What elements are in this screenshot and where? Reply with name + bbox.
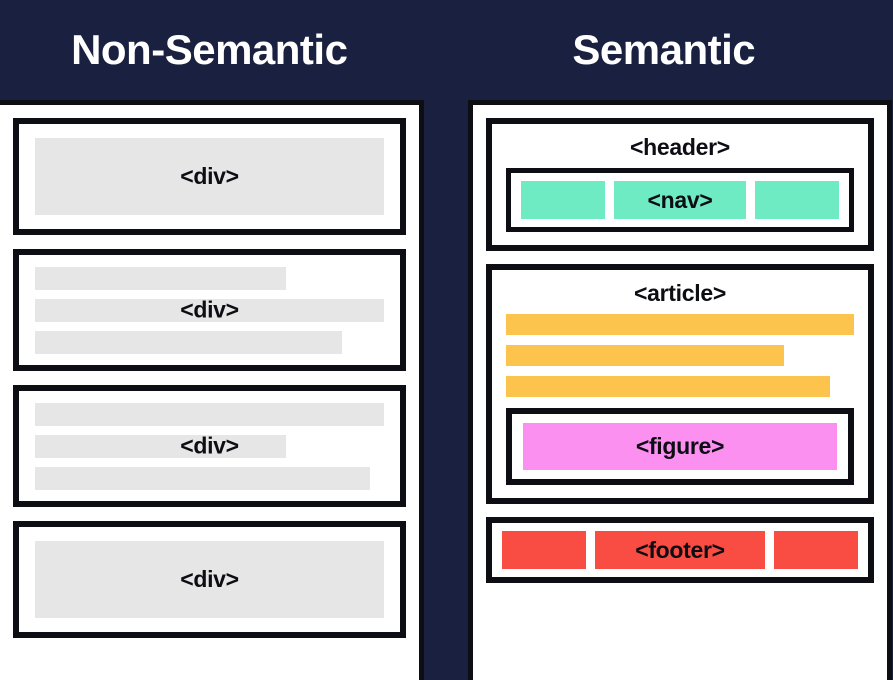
div-block-3: <div>	[13, 385, 406, 507]
div-line-stack: <div>	[35, 266, 384, 354]
semantic-panel: <header> <nav> <article> <figure> <foote…	[468, 100, 892, 680]
header-block: <header> <nav>	[486, 118, 874, 252]
div-line-stack: <div>	[35, 402, 384, 490]
div-block-1: <div>	[13, 118, 406, 235]
div-block-2: <div>	[13, 249, 406, 371]
nav-chip-right	[755, 181, 839, 220]
div-block-4: <div>	[13, 521, 406, 638]
article-bar-stack	[506, 314, 854, 398]
non-semantic-panel: <div> <div> <div> <div>	[0, 100, 424, 680]
header-tag-label: <header>	[630, 134, 730, 160]
text-line-placeholder	[35, 330, 343, 354]
nav-chip-left	[521, 181, 605, 220]
article-bar	[506, 345, 785, 367]
article-block: <article> <figure>	[486, 264, 874, 505]
diagram-columns: <div> <div> <div> <div>	[0, 100, 893, 680]
div-tag-label: <div>	[180, 163, 239, 189]
column-title-non-semantic: Non-Semantic	[71, 26, 348, 73]
footer-block: <footer>	[486, 517, 874, 584]
div-content-placeholder: <div>	[35, 138, 384, 215]
title-band: Non-Semantic Semantic	[0, 0, 893, 100]
div-tag-label: <div>	[180, 566, 239, 592]
article-bar	[506, 376, 830, 398]
text-line-placeholder	[35, 466, 371, 490]
text-line-placeholder	[35, 402, 384, 426]
nav-tag-label: <nav>	[614, 181, 746, 220]
figure-block: <figure>	[506, 408, 854, 486]
text-line-placeholder	[35, 298, 384, 322]
nav-block: <nav>	[506, 168, 854, 233]
text-line-placeholder	[35, 434, 287, 458]
column-title-semantic: Semantic	[572, 26, 756, 73]
div-content-placeholder: <div>	[35, 541, 384, 618]
article-tag-label: <article>	[634, 280, 726, 307]
footer-chip-right	[774, 531, 858, 570]
article-bar	[506, 314, 854, 336]
footer-chip-left	[502, 531, 586, 570]
figure-tag-label: <figure>	[523, 423, 837, 471]
text-line-placeholder	[35, 266, 287, 290]
footer-tag-label: <footer>	[595, 531, 765, 570]
